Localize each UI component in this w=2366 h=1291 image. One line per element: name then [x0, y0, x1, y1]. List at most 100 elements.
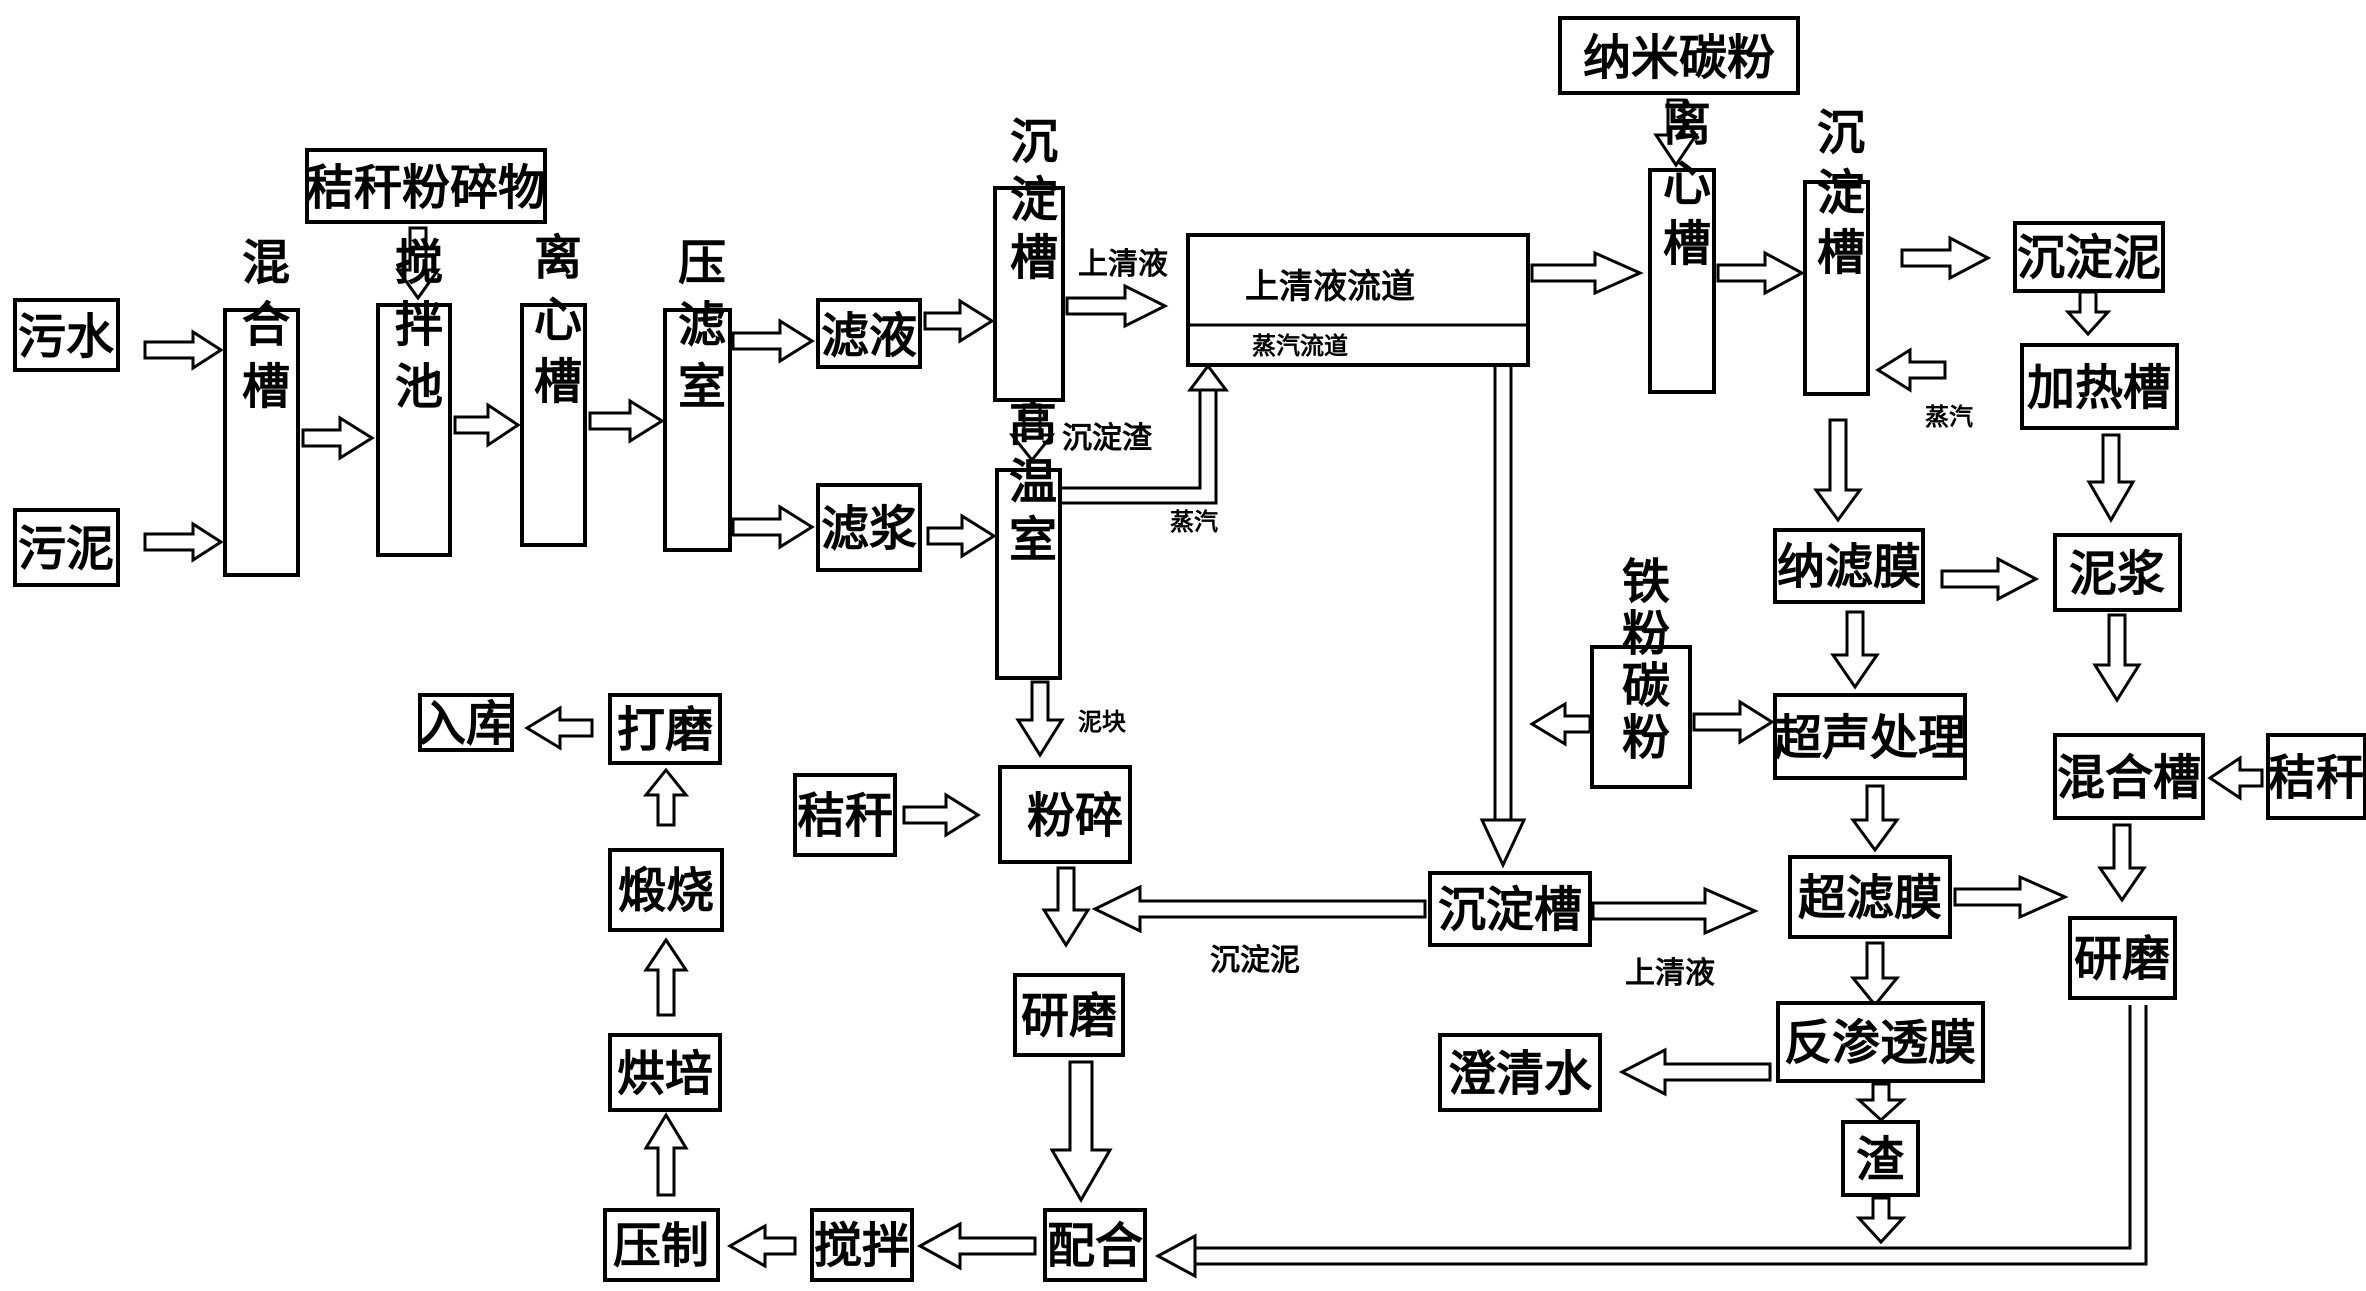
node-centrifuge-2: 离心槽: [1648, 98, 1716, 394]
node-mix-tank-1-label: 混合槽: [233, 237, 290, 423]
node-high-temp-room-label: 高温室: [1000, 398, 1057, 572]
node-settling-tank-3: 沉淀槽: [1428, 871, 1592, 947]
arrow-settling2-to-mud: [1900, 235, 1992, 281]
node-wastewater-label: 污水: [18, 309, 115, 365]
node-mud-slurry: 泥浆: [2053, 533, 2182, 612]
arrow-mix2-to-grind2: [2097, 823, 2147, 903]
node-straw-2: 秸秆: [2266, 733, 2366, 820]
node-storage: 入库: [418, 693, 514, 752]
node-mix-tank-2: 混合槽: [2053, 733, 2205, 820]
edge-label-supernatant-1: 上清液: [1078, 247, 1168, 282]
arrow-residue-down: [1855, 1196, 1907, 1245]
edge-label-mud-block: 泥块: [1078, 708, 1126, 736]
node-channel-supernatant-label: 上清液流道: [1245, 267, 1415, 307]
node-mud-slurry-label: 泥浆: [2069, 546, 2165, 602]
arrow-mud-to-heating: [2064, 290, 2112, 337]
node-wastewater: 污水: [13, 298, 120, 372]
node-settled-mud-label: 沉淀泥: [2017, 230, 2161, 286]
node-straw-2-label: 秸秆: [2268, 750, 2364, 806]
node-settled-mud: 沉淀泥: [2013, 221, 2165, 293]
node-stirring: 搅拌: [810, 1208, 914, 1282]
node-channel-steam-label: 蒸汽流道: [1252, 332, 1348, 360]
arrow-heating-to-mudslurry: [2086, 433, 2136, 523]
node-ultrafiltration-label: 超滤膜: [1798, 870, 1942, 926]
arrow-press-to-bake: [643, 1112, 689, 1197]
node-stirring-label: 搅拌: [814, 1218, 910, 1274]
arrow-ironcarbon-to-ultrasonic: [1692, 699, 1775, 745]
node-iron-carbon-label: 铁粉碳粉: [1613, 556, 1670, 764]
node-filtrate: 滤液: [816, 298, 922, 369]
arrow-crush-to-grind1: [1041, 866, 1091, 948]
pipe-grind2-to-compound: [1195, 1005, 2148, 1266]
node-sludge: 污泥: [13, 508, 120, 587]
arrow-polish-to-storage: [524, 705, 594, 751]
arrow-settling3-supernatant: [1591, 886, 1759, 936]
node-grinding-2: 研磨: [2068, 916, 2177, 1000]
node-filtrate-label: 滤液: [821, 308, 917, 364]
node-sludge-label: 污泥: [18, 521, 114, 577]
pipe-channel-arrowhead: [1479, 818, 1527, 869]
edge-label-steam-2: 蒸汽: [1925, 403, 1973, 431]
node-nano-carbon-label: 纳米碳粉: [1583, 30, 1775, 86]
node-reverse-osmosis: 反渗透膜: [1776, 1001, 1985, 1083]
arrow-hightemp-to-crush: [1015, 680, 1065, 758]
node-pressing-label: 压制: [613, 1218, 709, 1274]
arrow-centrifuge-to-press: [588, 398, 665, 444]
arrow-sludge-to-mix: [143, 521, 224, 563]
node-straw-crushed-label: 秸秆粉碎物: [306, 160, 546, 216]
node-heating-tank-label: 加热槽: [2027, 360, 2171, 416]
node-settling-tank-3-label: 沉淀槽: [1438, 882, 1582, 938]
arrow-grind1-to-compound: [1049, 1060, 1113, 1203]
arrow-compound-to-stir: [916, 1221, 1037, 1271]
node-filter-slurry-label: 滤浆: [821, 501, 917, 557]
node-compounding: 配合: [1043, 1208, 1147, 1282]
node-ultrasonic-label: 超声处理: [1774, 710, 1966, 766]
flow-arrows: [143, 98, 2264, 1279]
node-straw-crushed: 秸秆粉碎物: [305, 148, 547, 224]
node-pressing: 压制: [603, 1208, 720, 1282]
edge-labels: 上清液 沉淀渣 蒸汽 泥块 蒸汽 沉淀泥 上清液: [1062, 247, 1973, 991]
arrow-bake-to-calcine: [643, 937, 689, 1017]
node-grinding-1: 研磨: [1013, 973, 1125, 1057]
node-stir-pool-label: 搅拌池: [386, 237, 443, 423]
process-nodes: 污水 污泥 混合槽 秸秆粉碎物 搅拌池 离心槽 压滤室 滤液: [13, 16, 2366, 1282]
arrow-slurry-to-hightemp: [926, 513, 997, 559]
node-straw-1: 秸秆: [793, 773, 897, 857]
node-baking: 烘培: [608, 1033, 722, 1112]
node-ultrafiltration: 超滤膜: [1788, 855, 1952, 939]
arrow-mix-to-stir: [301, 415, 375, 461]
arrow-centrifuge2-to-settling2: [1716, 250, 1806, 296]
arrow-ro-to-clearwater: [1618, 1047, 1772, 1097]
node-channel: 上清液流道 蒸汽流道: [1186, 233, 1530, 367]
node-grinding-1-label: 研磨: [1021, 988, 1117, 1044]
arrow-heating-steam: [1875, 347, 1947, 393]
node-settling-tank-2-label: 沉淀槽: [1808, 107, 1865, 287]
node-crushing-label: 粉碎: [1027, 788, 1123, 844]
node-heating-tank: 加热槽: [2020, 343, 2179, 430]
arrow-wastewater-to-mix: [143, 329, 224, 371]
node-centrifuge-2-label: 离心槽: [1654, 98, 1711, 278]
node-centrifuge-1-label: 离心槽: [525, 232, 582, 418]
arrow-straw-to-stir: [395, 226, 441, 301]
node-straw-1-label: 秸秆: [797, 788, 893, 844]
node-nanofiltration-label: 纳滤膜: [1777, 539, 1921, 595]
node-mix-tank-2-label: 混合槽: [2057, 750, 2201, 806]
node-compounding-label: 配合: [1047, 1218, 1143, 1274]
node-high-temp-room: 高温室: [995, 398, 1062, 680]
node-press-filter: 压滤室: [663, 237, 732, 552]
pipe-channel-to-settling3: [1493, 365, 1513, 820]
arrow-nf-to-mudslurry: [1940, 556, 2040, 602]
node-mix-tank-1: 混合槽: [223, 237, 300, 577]
node-stir-pool: 搅拌池: [376, 237, 452, 557]
arrow-filtrate-to-settling: [923, 298, 995, 344]
arrow-nano-to-centrifuge2: [1653, 98, 1699, 168]
node-clear-water: 澄清水: [1438, 1033, 1602, 1112]
arrow-calcine-to-polish: [642, 767, 690, 827]
edge-label-steam-1: 蒸汽: [1170, 508, 1218, 536]
node-polishing: 打磨: [608, 693, 722, 765]
arrow-press-to-slurry: [731, 504, 815, 550]
node-reverse-osmosis-label: 反渗透膜: [1784, 1015, 1976, 1071]
node-filter-slurry: 滤浆: [816, 483, 922, 572]
arrow-uf-to-grind2: [1953, 874, 2069, 920]
